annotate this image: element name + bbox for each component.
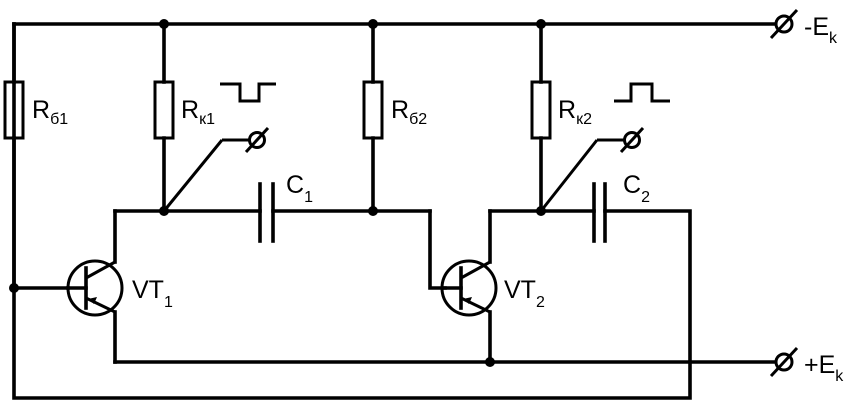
label-c2: C2 (623, 171, 650, 206)
junction-dot (536, 19, 546, 29)
rk2-branch-wire (488, 22, 596, 264)
junction-dot (159, 206, 169, 216)
label-rk1: Rк1 (181, 96, 215, 128)
label-minus-ek: -Ek (804, 13, 838, 47)
junction-dots (9, 19, 546, 367)
waveform-negative-pulse (220, 82, 276, 103)
resistor-rk1 (153, 80, 175, 140)
capacitor-c1 (258, 182, 275, 243)
terminal-plus-ek (769, 346, 799, 378)
rb1-branch-wire (12, 22, 70, 290)
waveform-positive-pulse (614, 82, 670, 103)
rb2-branch-wire (271, 22, 447, 290)
junction-dot (9, 283, 19, 293)
junction-dot (368, 19, 378, 29)
label-rb2: Rб2 (391, 96, 427, 128)
label-vt2: VT2 (504, 276, 545, 311)
resistor-rb2 (362, 80, 384, 140)
junction-dot (368, 206, 378, 216)
junction-dot (485, 357, 495, 367)
label-plus-ek: +Ek (804, 351, 844, 385)
label-vt1: VT1 (132, 276, 173, 311)
capacitor-c2 (592, 182, 607, 243)
junction-dot (159, 19, 169, 29)
transistor-vt1 (66, 259, 124, 317)
label-rb1: Rб1 (32, 96, 68, 128)
resistor-rk2 (530, 80, 552, 140)
rk1-branch-wire (113, 22, 262, 264)
output-tap-1 (162, 126, 270, 212)
label-c1: C1 (286, 171, 313, 206)
junction-dot (536, 206, 546, 216)
output-tap-2 (539, 126, 645, 212)
emitter-return-wires (113, 310, 492, 364)
transistor-vt2 (440, 259, 498, 317)
label-rk2: Rк2 (558, 96, 592, 128)
resistor-rb1 (3, 80, 25, 140)
terminal-minus-ek (769, 8, 799, 40)
